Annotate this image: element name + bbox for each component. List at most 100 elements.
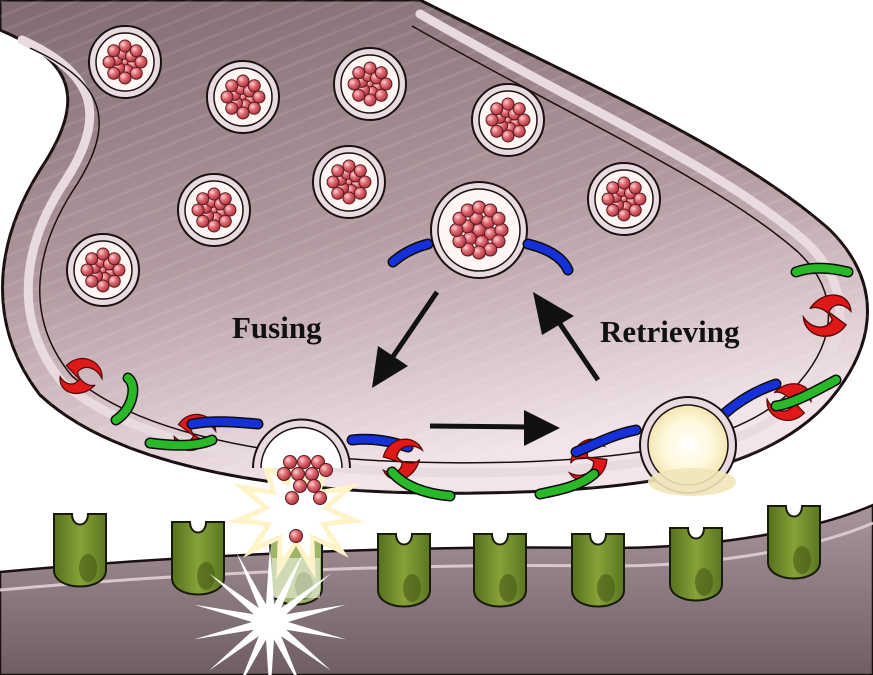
neurotransmitter-dot <box>352 66 366 80</box>
neurotransmitter-dot <box>218 192 232 206</box>
neurotransmitter-dot <box>118 39 132 53</box>
receptor-activation-burst <box>194 544 346 675</box>
receptor <box>53 513 107 588</box>
neurotransmitter-dot <box>247 79 261 93</box>
blue-protein <box>188 417 262 428</box>
receptor <box>171 521 225 596</box>
snare-proteins <box>59 238 854 502</box>
released-neurotransmitter <box>291 467 305 481</box>
vesicle <box>312 145 386 219</box>
neurotransmitter-dot <box>247 101 261 115</box>
released-neurotransmitter <box>285 491 299 505</box>
neurotransmitter-dot <box>236 106 250 120</box>
neurotransmitter-dot <box>374 88 388 102</box>
receptor <box>473 533 527 608</box>
receptor <box>669 527 723 602</box>
receptors <box>53 505 821 608</box>
neurotransmitter-dot <box>129 44 143 58</box>
neurotransmitter-dot <box>107 274 121 288</box>
release-event <box>194 396 737 675</box>
neurotransmitter-dot <box>452 211 467 226</box>
red-protein <box>802 294 852 337</box>
neurotransmitter-dot <box>347 77 361 91</box>
green-protein <box>792 264 852 276</box>
neurotransmitter-dot <box>252 90 266 104</box>
vesicle <box>333 47 407 121</box>
vesicle <box>88 25 162 99</box>
released-neurotransmitter <box>305 467 319 481</box>
green-protein <box>772 376 840 410</box>
neurotransmitter-dot <box>331 186 345 200</box>
neurotransmitter-dot <box>80 263 94 277</box>
neurotransmitter-dot <box>460 242 475 257</box>
arrow-fusing <box>372 290 440 388</box>
neurotransmitter-dot <box>601 192 615 206</box>
neurotransmitter-dot <box>134 55 148 69</box>
released-neurotransmitter <box>293 479 307 493</box>
vesicle <box>206 60 280 134</box>
red-protein <box>59 357 103 395</box>
blue-protein <box>720 380 780 418</box>
neurotransmitter-dot <box>220 90 234 104</box>
blue-protein <box>572 426 640 456</box>
neurotransmitter-dot <box>491 211 506 226</box>
release-flash-core <box>248 464 344 559</box>
neurotransmitter-dot <box>225 101 239 115</box>
postsynaptic-membrane <box>0 503 873 675</box>
neurotransmitter-dot <box>218 214 232 228</box>
neurotransmitter-dot <box>107 66 121 80</box>
neurotransmitter-dot <box>96 247 110 261</box>
neurotransmitter-dot <box>342 159 356 173</box>
neurotransmitter-dot <box>606 203 620 217</box>
receptor <box>571 533 625 608</box>
neurotransmitter-dot <box>633 192 647 206</box>
neurotransmitter-dot <box>207 187 221 201</box>
neurotransmitter-dot <box>112 263 126 277</box>
green-protein <box>536 470 598 498</box>
terminal-membrane <box>17 9 845 478</box>
released-neurotransmitter <box>313 491 327 505</box>
retrieving-label: Retrieving <box>600 314 740 349</box>
neurotransmitter-dot <box>374 66 388 80</box>
neurotransmitter-dot <box>358 175 372 189</box>
neurotransmitter-dot <box>628 203 642 217</box>
released-neurotransmitter <box>289 529 303 543</box>
green-protein <box>388 468 454 500</box>
neurotransmitter-dot <box>85 252 99 266</box>
neurotransmitter-dot <box>207 219 221 233</box>
arrow-retrieving <box>533 292 601 382</box>
neurotransmitter-dot <box>102 55 116 69</box>
receptor <box>767 505 821 580</box>
neurotransmitter-dot <box>363 61 377 75</box>
vesicle <box>177 173 251 247</box>
neurotransmitter-dot <box>490 102 504 116</box>
released-neurotransmitter <box>277 467 291 481</box>
fusing-vesicle <box>252 418 351 543</box>
neurotransmitter-dot <box>352 88 366 102</box>
neurotransmitter-dot <box>363 93 377 107</box>
neurotransmitter-dot <box>490 124 504 138</box>
neurotransmitter-dot <box>118 71 132 85</box>
blue-protein <box>389 240 432 266</box>
neurotransmitter-dot <box>512 124 526 138</box>
neurotransmitter-dot <box>491 234 506 249</box>
neurotransmitter-dot <box>501 129 515 143</box>
vesicles <box>66 25 661 307</box>
neurotransmitter-dot <box>353 164 367 178</box>
green-protein <box>146 436 216 450</box>
neurotransmitter-dot <box>606 181 620 195</box>
neurotransmitter-dot <box>342 191 356 205</box>
neurotransmitter-dot <box>196 192 210 206</box>
neurotransmitter-dot <box>326 175 340 189</box>
neurotransmitter-dot <box>107 44 121 58</box>
neurotransmitter-dot <box>85 274 99 288</box>
released-neurotransmitter <box>297 455 311 469</box>
neurotransmitter-dot <box>483 203 498 218</box>
neurotransmitter-dot <box>223 203 237 217</box>
neurotransmitter-dot <box>236 74 250 88</box>
cycle-arrows <box>372 290 601 446</box>
neurotransmitter-dot <box>331 164 345 178</box>
neurotransmitter-dot <box>517 113 531 127</box>
neurotransmitter-dot <box>628 181 642 195</box>
